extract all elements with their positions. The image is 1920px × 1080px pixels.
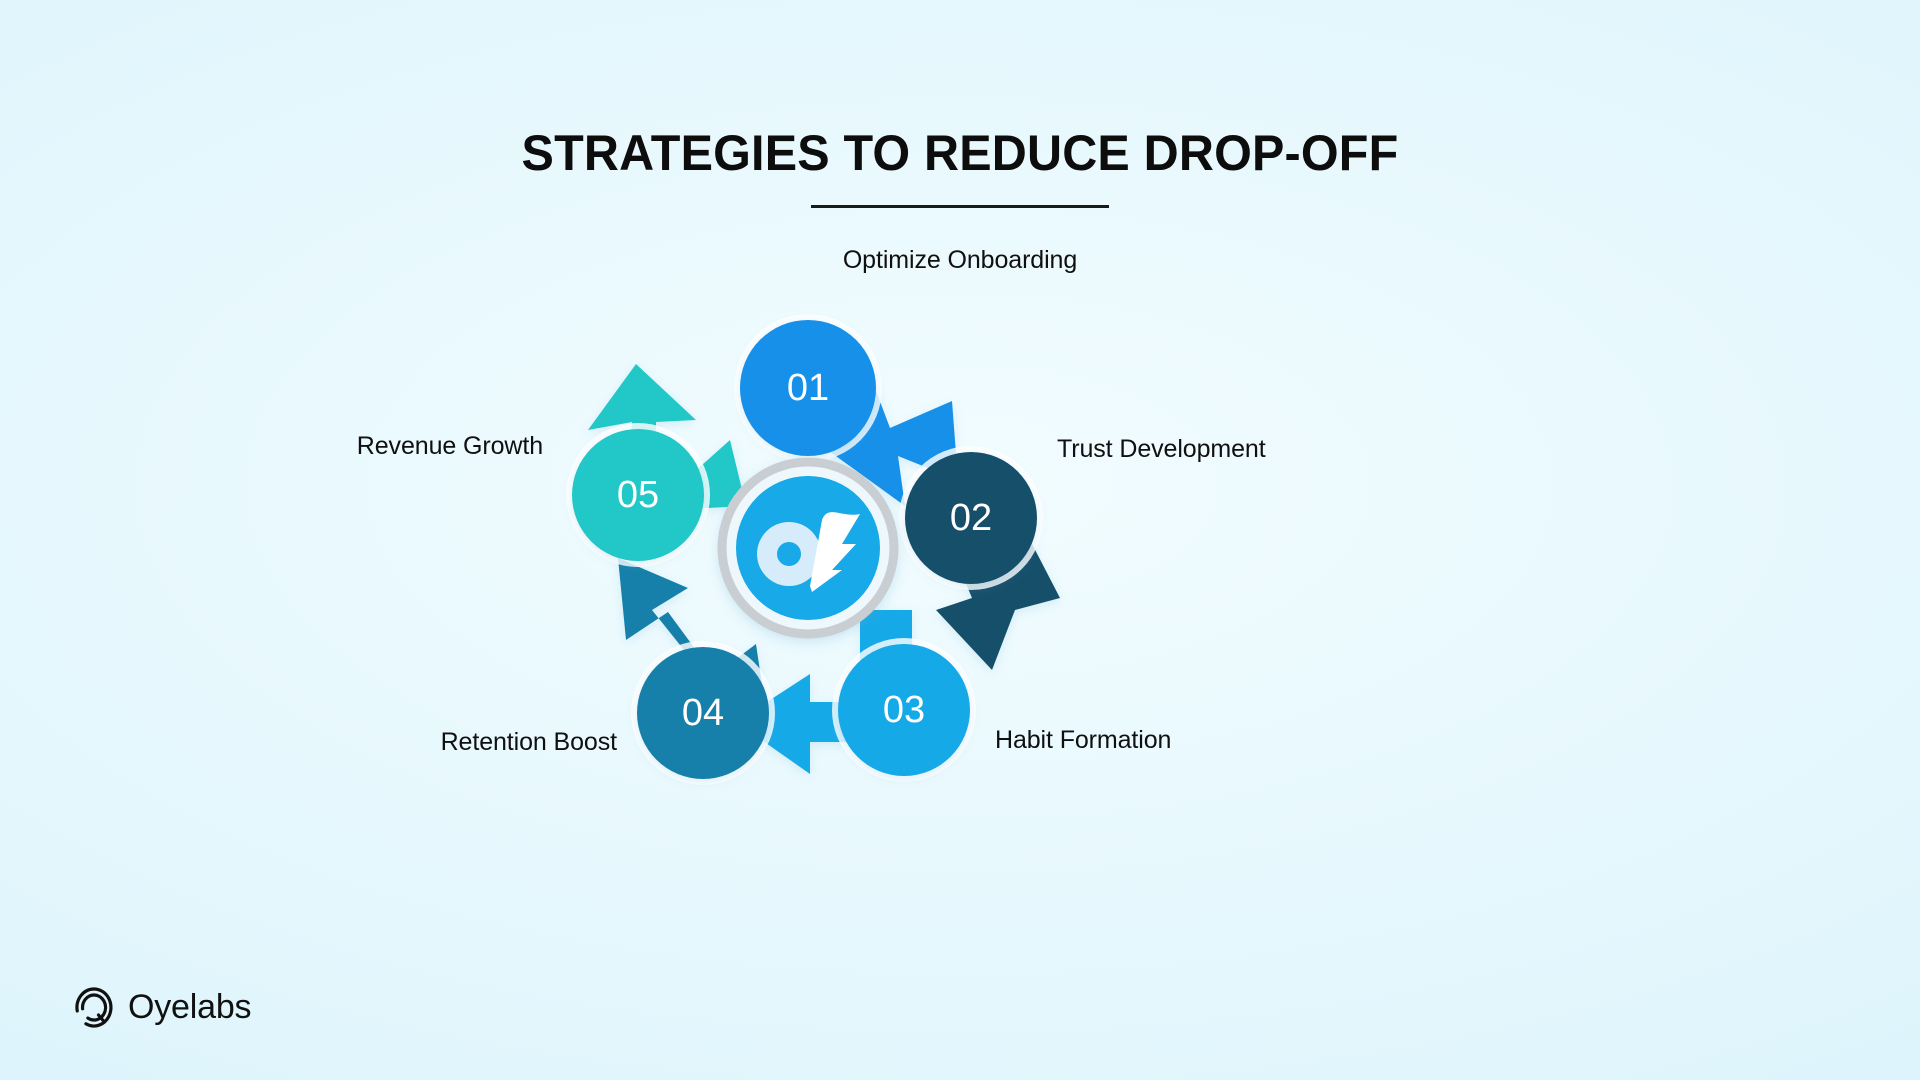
node-05-number: 05 [617, 474, 659, 516]
node-05-label: Revenue Growth [356, 432, 543, 460]
brand-logo: Oyelabs [74, 986, 252, 1028]
node-01[interactable]: 01 [734, 314, 882, 462]
brand-name: Oyelabs [128, 988, 252, 1026]
node-01-number: 01 [787, 367, 829, 409]
node-02-label: Trust Development [1057, 435, 1266, 463]
title-underline [811, 205, 1109, 208]
center-logo [717, 457, 899, 639]
node-05[interactable]: 05 [566, 423, 710, 567]
node-04[interactable]: 04 [631, 641, 775, 785]
node-02-number: 02 [950, 497, 992, 539]
node-04-label: Retention Boost [440, 728, 618, 756]
node-03-number: 03 [883, 689, 925, 731]
node-02[interactable]: 02 [899, 446, 1043, 590]
node-01-label: Optimize Onboarding [842, 246, 1078, 274]
node-03-label: Habit Formation [995, 726, 1172, 754]
page-title: STRATEGIES TO REDUCE DROP-OFF [521, 125, 1399, 181]
node-03[interactable]: 03 [832, 638, 976, 782]
oyelabs-ring-icon [75, 987, 113, 1028]
title-block: STRATEGIES TO REDUCE DROP-OFF [0, 128, 1920, 208]
cycle-diagram-svg: 01 02 03 04 05 [566, 314, 1060, 785]
node-04-number: 04 [682, 692, 724, 734]
oyelabs-of-rocket-icon [757, 512, 860, 592]
